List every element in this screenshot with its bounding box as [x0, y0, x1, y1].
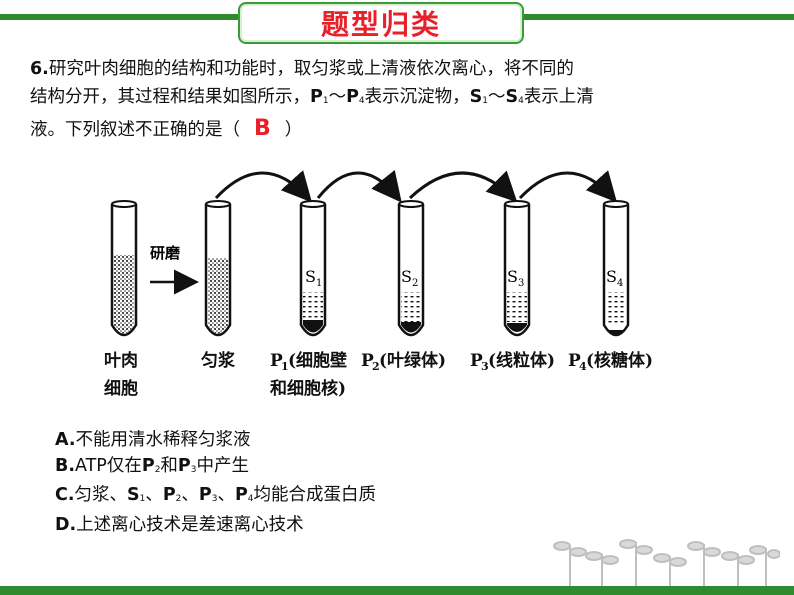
p4-text: (核糖体): [586, 350, 653, 371]
arrow-curve-1: [214, 170, 313, 203]
page-title: 题型归类: [320, 8, 441, 41]
option-b-text-1: ATP仅在: [75, 455, 142, 476]
s1-sub-label: 1: [316, 278, 322, 289]
option-b-p2: P: [141, 455, 155, 476]
p1-sub-label: 1: [281, 360, 289, 373]
question-close: ）: [284, 120, 303, 140]
p3-sub-label: 3: [481, 360, 489, 373]
p3-text: (线粒体): [488, 350, 555, 371]
tube-homogenate: [204, 200, 232, 337]
s2-sub-label: 2: [412, 278, 418, 289]
options-list: A.不能用清水稀释匀浆液 B.ATP仅在P2和P3中产生 C.匀浆、S1、P2、…: [55, 428, 376, 538]
option-d-text: 上述离心技术是差速离心技术: [76, 514, 304, 535]
option-c-p2-sub: 2: [175, 494, 182, 504]
tube-s1: S 1: [299, 200, 327, 337]
tube-leaf-cells: [110, 200, 138, 337]
s3-sub-label: 3: [518, 278, 524, 289]
option-b: B.ATP仅在P2和P3中产生: [55, 454, 376, 484]
option-c-p4: P: [234, 485, 248, 505]
option-b-p3: P: [177, 455, 191, 476]
centrifuge-diagram: 研磨 S 1 S 2 S 3 S 4 叶肉: [104, 169, 653, 399]
option-b-text-2: 中产生: [196, 455, 249, 476]
question-line-1: 6.研究叶肉细胞的结构和功能时，取匀浆或上清液依次离心，将不同的: [30, 55, 770, 83]
p-letter: P: [310, 87, 323, 107]
option-c-text-2: 均能合成蛋白质: [253, 485, 377, 505]
question-line-2: 结构分开，其过程和结果如图所示，P1～P4表示沉淀物，S1～S4表示上清: [30, 83, 770, 115]
homogenate-label: 匀浆: [201, 350, 236, 371]
tilde-1: ～: [328, 87, 347, 107]
p-letter-2: P: [346, 87, 359, 107]
p1-prefix: P: [270, 351, 283, 371]
s4-label: S: [606, 267, 617, 286]
tube-s3: S 3: [503, 200, 531, 337]
option-b-and: 和: [160, 455, 178, 476]
option-c: C.匀浆、S1、P2、P3、P4均能合成蛋白质: [55, 483, 376, 513]
option-c-s: S: [127, 485, 140, 505]
option-b-sub3: 3: [190, 464, 197, 475]
tube-s4: S 4: [602, 200, 630, 337]
s3-label: S: [507, 267, 518, 286]
title-banner: 题型归类: [238, 2, 524, 44]
s-letter-2: S: [505, 87, 519, 107]
tilde-2: ～: [487, 87, 506, 107]
question-text-2: 结构分开，其过程和结果如图所示，: [30, 87, 310, 107]
option-c-p3-sub: 3: [211, 494, 218, 504]
answer-label: B: [254, 116, 271, 141]
option-c-sep-3: 、: [217, 485, 235, 505]
option-b-sub2: 2: [154, 464, 161, 475]
option-c-p2: P: [162, 485, 176, 505]
p4-prefix: P: [568, 351, 581, 371]
p3-prefix: P: [470, 351, 483, 371]
option-c-s-sub: 1: [139, 494, 146, 504]
s4-sub: 4: [518, 96, 524, 106]
cell-label-1: 叶肉: [104, 350, 138, 371]
option-c-p4-sub: 4: [247, 494, 254, 504]
option-b-letter: B.: [55, 455, 75, 476]
option-c-sep-2: 、: [181, 485, 199, 505]
option-a-letter: A.: [55, 430, 76, 450]
p4-sub: 4: [358, 96, 365, 106]
question-block: 6.研究叶肉细胞的结构和功能时，取匀浆或上清液依次离心，将不同的 结构分开，其过…: [30, 55, 770, 144]
question-text-3: 液。下列叙述不正确的是（: [30, 120, 240, 140]
grind-label: 研磨: [150, 244, 181, 262]
arrow-curve-4: [518, 170, 618, 203]
arrow-curve-2: [316, 169, 402, 203]
p1-text: (细胞壁: [288, 350, 347, 371]
s-letter: S: [469, 87, 483, 107]
p1-text-2: 和细胞核): [270, 378, 346, 399]
option-c-p3: P: [198, 485, 212, 505]
option-d-letter: D.: [55, 514, 77, 535]
question-line-3: 液。下列叙述不正确的是（ B ）: [30, 115, 770, 144]
arrow-curve-3: [408, 170, 518, 203]
option-c-sep-1: 、: [145, 485, 163, 505]
tube-s2: S 2: [397, 200, 425, 337]
s1-sub: 1: [482, 96, 488, 106]
cell-label-2: 细胞: [104, 378, 138, 399]
option-c-letter: C.: [55, 485, 75, 505]
sprout-decoration-icon: [553, 539, 780, 586]
option-a-text: 不能用清水稀释匀浆液: [75, 430, 251, 450]
s1-label: S: [305, 267, 316, 286]
p4-sub-label: 4: [579, 360, 587, 373]
option-d: D.上述离心技术是差速离心技术: [55, 513, 376, 539]
p2-prefix: P: [361, 351, 374, 371]
s4-sub-label: 4: [617, 278, 623, 289]
question-text-1: 研究叶肉细胞的结构和功能时，取匀浆或上清液依次离心，将不同的: [48, 59, 574, 79]
footer-bar: [0, 586, 794, 595]
option-c-text-1: 匀浆、: [74, 485, 128, 505]
question-number: 6.: [30, 59, 49, 79]
p2-sub-label: 2: [372, 360, 380, 373]
question-mid: 表示沉淀物，: [364, 87, 470, 107]
p2-text: (叶绿体): [379, 350, 446, 371]
s2-label: S: [401, 267, 412, 286]
p1-sub: 1: [322, 96, 329, 106]
option-a: A.不能用清水稀释匀浆液: [55, 428, 376, 454]
question-end-2: 表示上清: [523, 87, 594, 107]
